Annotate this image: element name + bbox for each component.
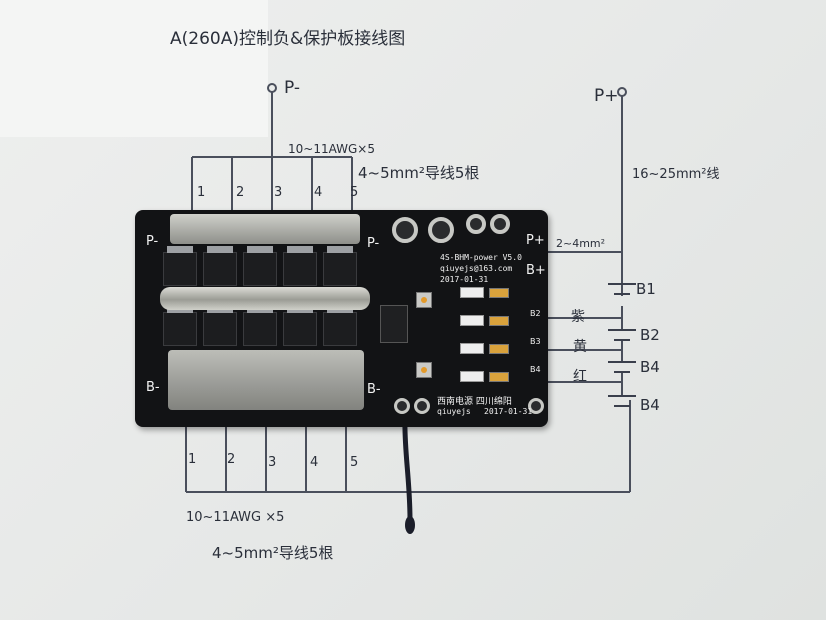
resistor (489, 288, 509, 298)
bottom-number-5: 5 (350, 455, 359, 470)
controller-chip (380, 305, 408, 343)
bottom-solder-strip (168, 350, 364, 410)
top-solder-strip (170, 214, 360, 244)
bottom-number-1: 1 (188, 452, 197, 467)
mount-hole (392, 217, 418, 243)
mount-hole (528, 398, 544, 414)
wire-right-label: 16~25mm²线 (632, 167, 720, 182)
mount-hole (428, 217, 454, 243)
board-maker: 西南电源 四川绵阳 (437, 397, 512, 407)
smd-component (460, 287, 484, 298)
mount-hole (490, 214, 510, 234)
mosfet (323, 306, 357, 346)
smd-component (460, 343, 484, 354)
copper-busbar (160, 287, 370, 310)
tap-label-b4: B4 (530, 365, 541, 374)
cell-label-b2: B2 (640, 326, 660, 344)
bottom-number-3: 3 (268, 455, 277, 470)
p-minus-label: P- (284, 78, 301, 98)
cell-label-b1: B1 (636, 280, 656, 298)
pad-label-right-top: P+ (526, 233, 545, 248)
pad-label-mid-bottom: B- (367, 382, 381, 397)
resistor (489, 344, 509, 354)
wire-bottom-label: 4~5mm²导线5根 (212, 544, 334, 562)
cell-label-b3: B4 (640, 358, 660, 376)
wire-small-label: 2~4mm² (556, 237, 606, 250)
cell-label-b4: B4 (640, 396, 660, 414)
mosfet (243, 306, 277, 346)
wire-color-purple: 紫 (571, 309, 585, 325)
mount-hole (394, 398, 410, 414)
pad-label-mid-top: P- (367, 236, 380, 251)
awg-top-label: 10~11AWG×5 (288, 142, 375, 156)
board-button (416, 362, 432, 378)
mosfet (283, 306, 317, 346)
pad-label-right-bottom: B+ (526, 263, 546, 278)
board-email: qiuyejs@163.com (440, 264, 513, 273)
mosfet (163, 306, 197, 346)
wire-top-label: 4~5mm²导线5根 (358, 164, 480, 182)
p-plus-label: P+ (594, 86, 619, 106)
board-button (416, 292, 432, 308)
mosfet (323, 246, 357, 286)
pad-label-left-top: P- (146, 234, 159, 249)
board-model: 4S-BHM-power V5.0 (440, 253, 522, 262)
top-number-3: 3 (274, 185, 283, 200)
diagram-title: A(260A)控制负&保护板接线图 (170, 29, 406, 49)
paper-patch (0, 0, 268, 137)
mosfet (163, 246, 197, 286)
wire-color-yellow: 黄 (573, 339, 587, 355)
mount-hole (414, 398, 430, 414)
top-number-4: 4 (314, 185, 323, 200)
top-number-5: 5 (350, 185, 359, 200)
resistor (489, 316, 509, 326)
tap-label-b3: B3 (530, 337, 541, 346)
board-brand: qiuyejs (437, 407, 471, 416)
top-number-2: 2 (236, 185, 245, 200)
resistor (489, 372, 509, 382)
pad-label-left-bottom: B- (146, 380, 160, 395)
board-date-bottom: 2017-01-31 (484, 407, 533, 416)
mosfet (203, 306, 237, 346)
wire-color-red: 红 (573, 369, 587, 385)
mosfet (243, 246, 277, 286)
board-date-top: 2017-01-31 (440, 275, 489, 284)
mosfet (283, 246, 317, 286)
bottom-number-4: 4 (310, 455, 319, 470)
bottom-number-2: 2 (227, 452, 236, 467)
tap-label-b2: B2 (530, 309, 541, 318)
mount-hole (466, 214, 486, 234)
top-number-1: 1 (197, 185, 206, 200)
awg-bottom-label: 10~11AWG ×5 (186, 510, 285, 525)
mosfet (203, 246, 237, 286)
smd-component (460, 315, 484, 326)
smd-component (460, 371, 484, 382)
